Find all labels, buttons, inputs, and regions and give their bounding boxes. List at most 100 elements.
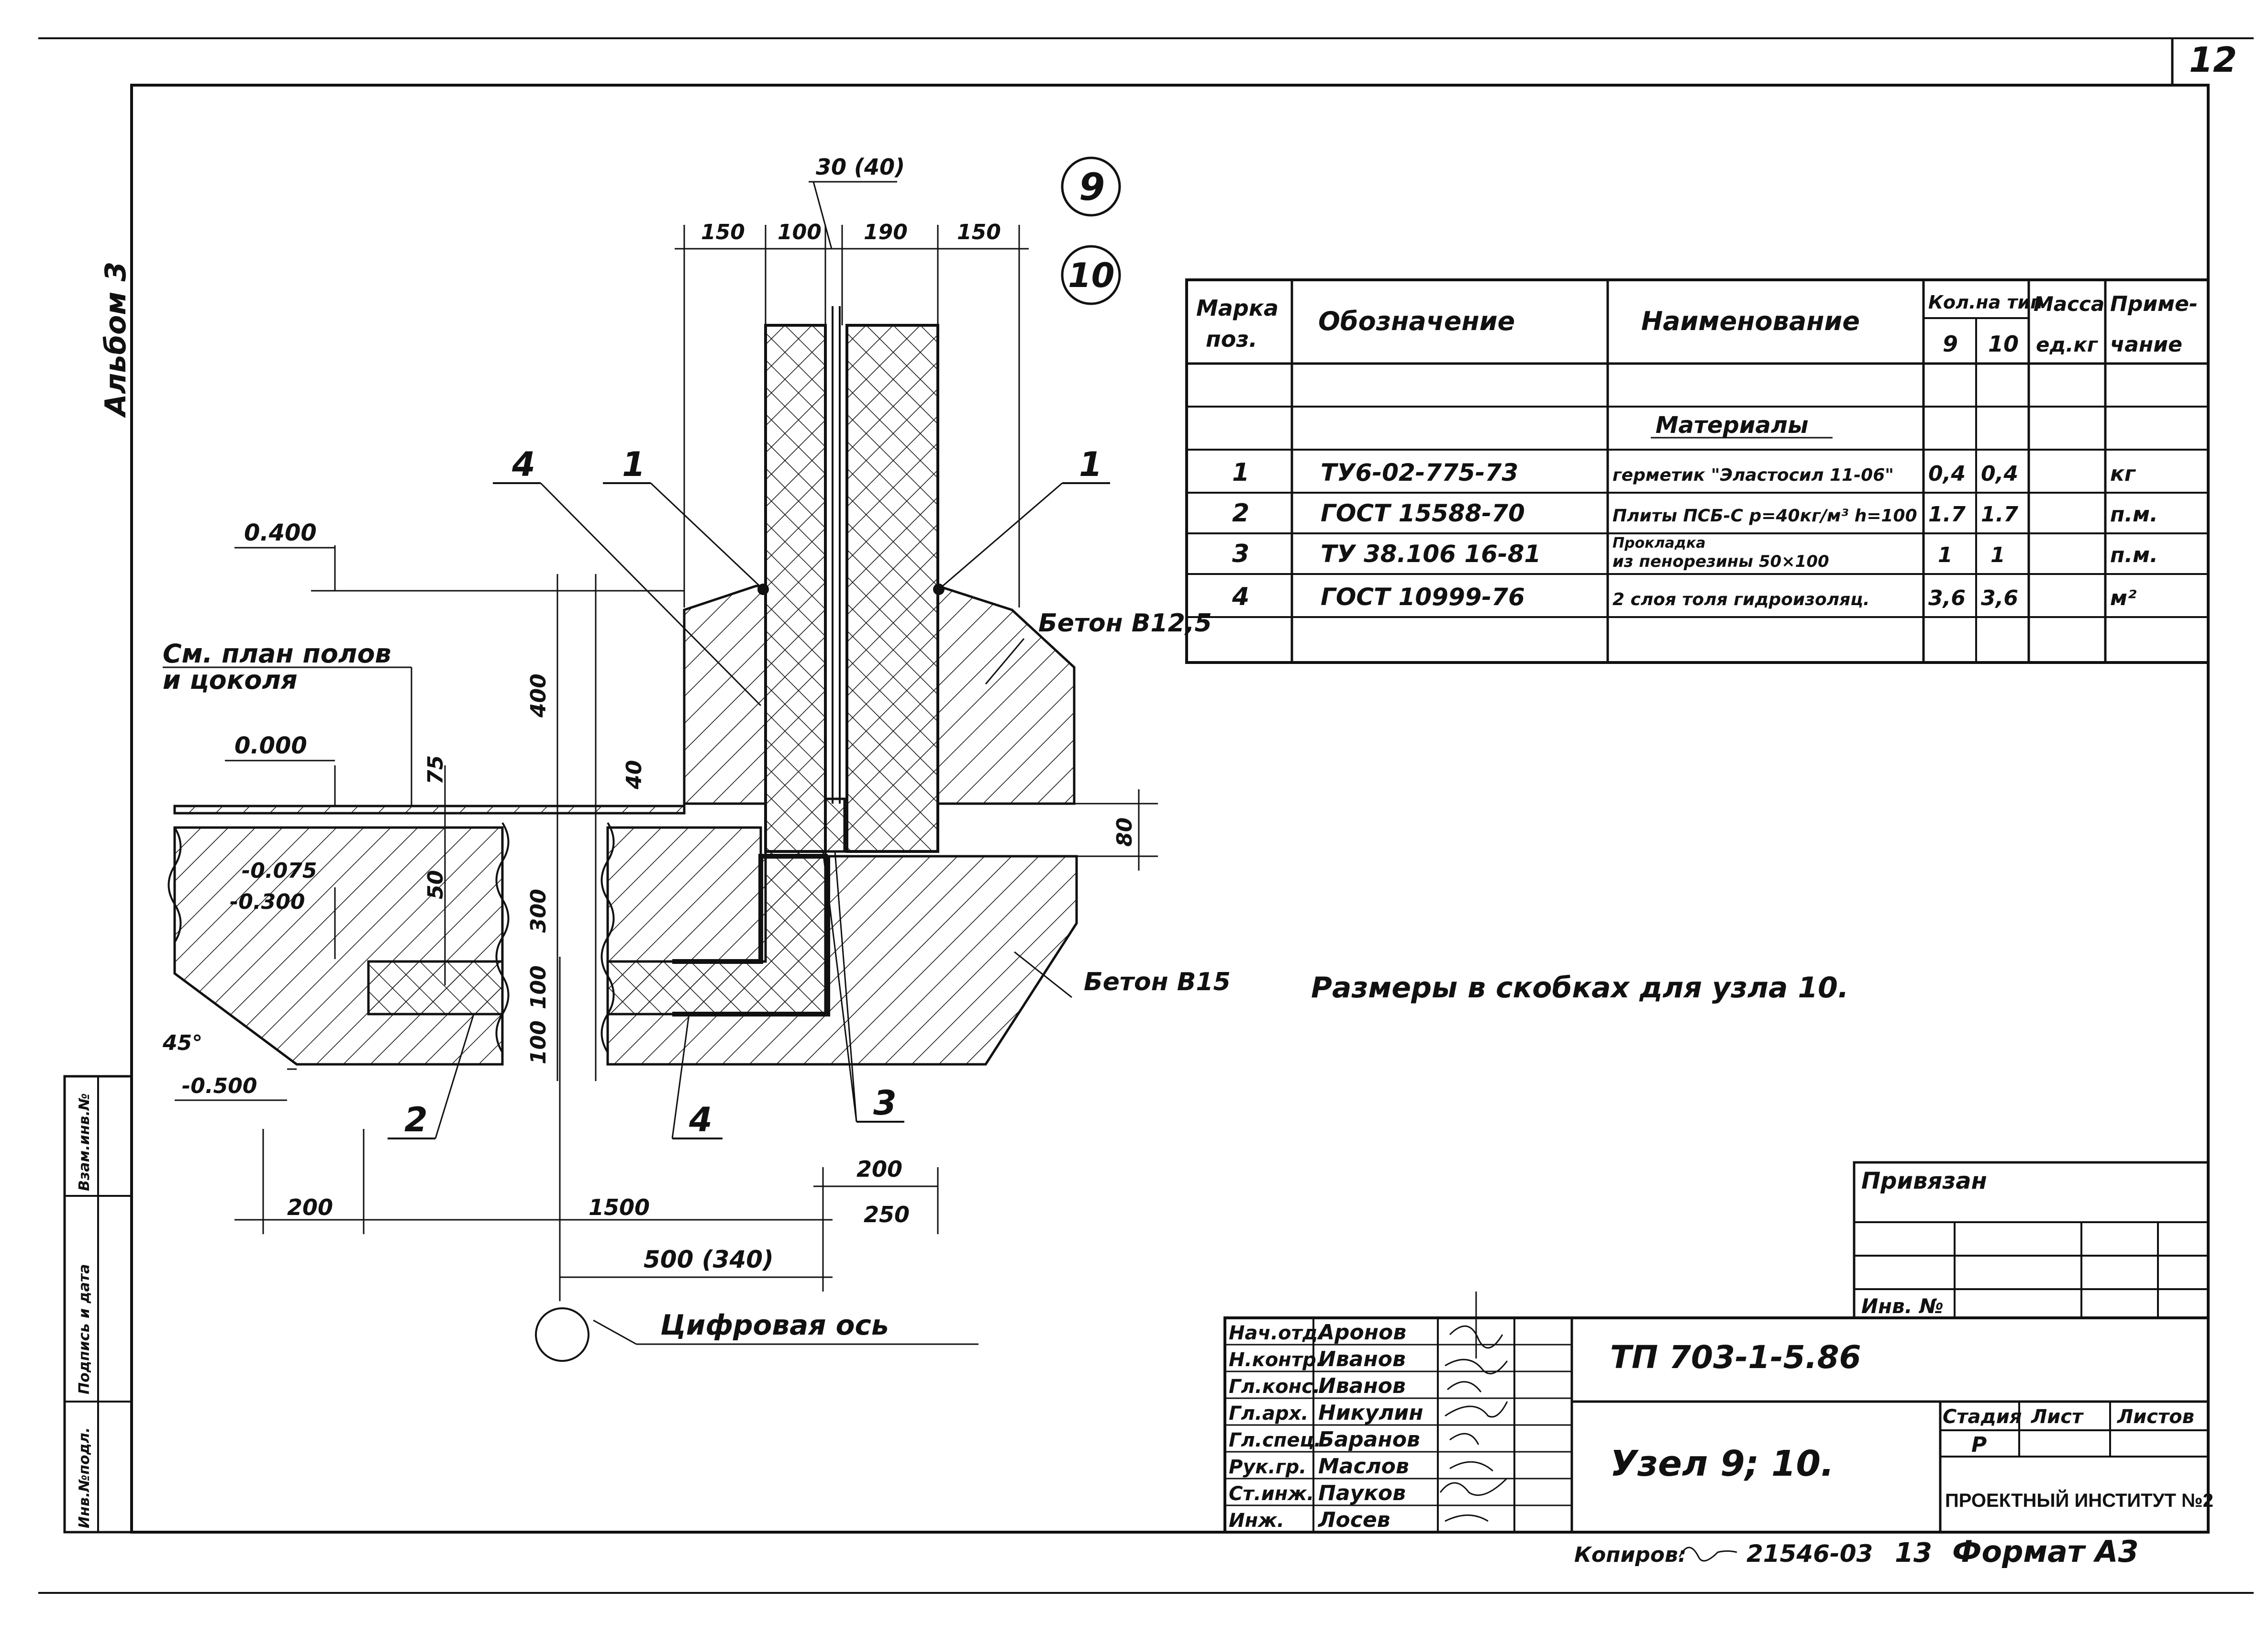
table-row: 2 ГОСТ 15588-70 Плиты ПСБ-С р=40кг/м³ h=… [1232, 499, 2158, 528]
th-name: Наименование [1641, 306, 1860, 336]
sheet-header: Лист [2031, 1406, 2084, 1428]
th-qty-10: 10 [1988, 331, 2019, 357]
insulation-board-left [367, 960, 504, 1016]
svg-text:4: 4 [1232, 583, 1249, 611]
callout-1-left: 1 [622, 445, 645, 484]
footer-copy-sheet: 13 [1895, 1537, 1932, 1569]
svg-text:1: 1 [1990, 543, 2005, 567]
callout-lines [388, 482, 1110, 1139]
dim-top-150a: 150 [701, 220, 745, 244]
svg-text:3,6: 3,6 [1928, 586, 1966, 610]
side-stamp-sign: Подпись и дата [76, 1264, 93, 1394]
dim-bottom-200b: 200 [856, 1156, 902, 1182]
dim-400: 400 [526, 674, 551, 718]
callout-4-bottom: 4 [689, 1100, 712, 1139]
dim-bottom-200a: 200 [287, 1194, 333, 1220]
axis-circle [535, 1307, 589, 1362]
spec-table [1185, 278, 2210, 664]
svg-text:1: 1 [1938, 543, 1953, 567]
th-mass-2: ед.кг [2036, 333, 2099, 356]
stage-header: Стадия [1943, 1406, 2022, 1428]
side-stamp: Инв.№подл. Подпись и дата Взам.инв.№ [63, 1075, 133, 1534]
name-2: Иванов [1318, 1374, 1406, 1398]
role-2: Гл.конс. [1229, 1376, 1320, 1398]
role-7: Инж. [1229, 1510, 1284, 1532]
svg-text:1.7: 1.7 [1981, 502, 2018, 527]
svg-text:Прокладка: Прокладка [1612, 535, 1706, 552]
footer-format: Формат А3 [1952, 1534, 2139, 1569]
svg-text:кг: кг [2110, 462, 2136, 486]
dim-angle: 45° [162, 1031, 202, 1055]
label-axis: Цифровая ось [660, 1309, 889, 1341]
project-code: ТП 703-1-5.86 [1610, 1339, 1861, 1376]
dimension-lines [234, 181, 1158, 1362]
svg-text:2: 2 [1232, 499, 1249, 528]
level-zero: 0.000 [234, 732, 307, 759]
svg-text:п.м.: п.м. [2110, 543, 2158, 567]
name-7: Лосев [1317, 1508, 1390, 1532]
callout-3: 3 [873, 1083, 897, 1123]
svg-text:из пенорезины 50×100: из пенорезины 50×100 [1612, 552, 1829, 571]
dim-top-190: 190 [864, 220, 908, 244]
level-m0300: -0.300 [230, 890, 305, 914]
svg-text:п.м.: п.м. [2110, 502, 2158, 527]
svg-text:Плиты ПСБ-С р=40кг/м³ h=100: Плиты ПСБ-С р=40кг/м³ h=100 [1612, 506, 1917, 526]
left-foundation [173, 826, 504, 1066]
callout-1-right: 1 [1079, 445, 1102, 484]
name-1: Иванов [1318, 1347, 1406, 1371]
table-row: 3 ТУ 38.106 16-81 Прокладка из пенорезин… [1232, 535, 2158, 571]
node-marker-9: 9 [1061, 156, 1121, 217]
th-qty-9: 9 [1943, 331, 1958, 357]
svg-text:ТУ 38.106 16-81: ТУ 38.106 16-81 [1321, 540, 1541, 568]
floor-slab [173, 805, 686, 815]
th-mark-1: Марка [1196, 295, 1279, 321]
wall-panel-right [845, 324, 939, 853]
privyazan-inv: Инв. № [1861, 1294, 1944, 1318]
side-stamp-replace: Взам.инв.№ [76, 1093, 93, 1191]
label-see-plan-1: См. план полов [163, 639, 391, 669]
sheet-frame [38, 37, 2254, 1594]
name-5: Маслов [1318, 1454, 1409, 1479]
svg-text:2 слоя толя гидроизоляц.: 2 слоя толя гидроизоляц. [1612, 590, 1870, 609]
privyazan-title: Привязан [1861, 1168, 1987, 1194]
institute-name: ПРОЕКТНЫЙ ИНСТИТУТ №2 [1945, 1489, 2213, 1511]
name-4: Баранов [1318, 1427, 1420, 1452]
dim-50: 50 [423, 870, 448, 899]
svg-text:3: 3 [1232, 540, 1249, 568]
dim-75: 75 [423, 755, 448, 784]
svg-text:9: 9 [1079, 166, 1105, 209]
svg-text:1.7: 1.7 [1928, 502, 1966, 527]
svg-text:1: 1 [1232, 458, 1249, 487]
table-row: 1 ТУ6-02-775-73 герметик "Эластосил 11-0… [1232, 458, 2136, 487]
svg-text:ТУ6-02-775-73: ТУ6-02-775-73 [1321, 459, 1518, 486]
album-label: Альбом 3 [99, 262, 133, 418]
th-note-1: Приме- [2110, 292, 2198, 316]
plinth-left [683, 585, 767, 805]
footer-copied: Копиров: [1574, 1543, 1687, 1567]
svg-text:0,4: 0,4 [1981, 462, 2018, 486]
table-row: 4 ГОСТ 10999-76 2 слоя толя гидроизоляц.… [1232, 583, 2136, 611]
title-block [1223, 1292, 2210, 1534]
svg-text:10: 10 [1068, 256, 1114, 295]
th-designation: Обозначение [1318, 306, 1515, 336]
th-mark-2: поз. [1206, 326, 1257, 352]
side-stamp-inv: Инв.№подл. [76, 1427, 93, 1528]
name-6: Пауков [1318, 1481, 1406, 1505]
drawing-title: Узел 9; 10. [1610, 1443, 1834, 1484]
level-plus-0400: 0.400 [244, 519, 317, 546]
footer-copy-id: 21546-03 [1746, 1540, 1873, 1568]
dim-100b: 100 [526, 1020, 551, 1064]
th-mass-1: Масса [2034, 292, 2104, 316]
label-concrete-b15: Бетон В15 [1084, 968, 1231, 996]
dim-300: 300 [526, 889, 551, 933]
label-concrete-b125: Бетон В12,5 [1038, 609, 1212, 638]
name-0: Аронов [1317, 1320, 1406, 1345]
label-see-plan-2: и цоколя [163, 665, 298, 695]
dim-top-150b: 150 [957, 220, 1001, 244]
gasket [824, 797, 846, 853]
role-6: Ст.инж. [1229, 1483, 1314, 1505]
sheets-header: Листов [2117, 1406, 2194, 1428]
role-1: Н.контр. [1229, 1349, 1323, 1371]
role-5: Рук.гр. [1229, 1456, 1306, 1478]
